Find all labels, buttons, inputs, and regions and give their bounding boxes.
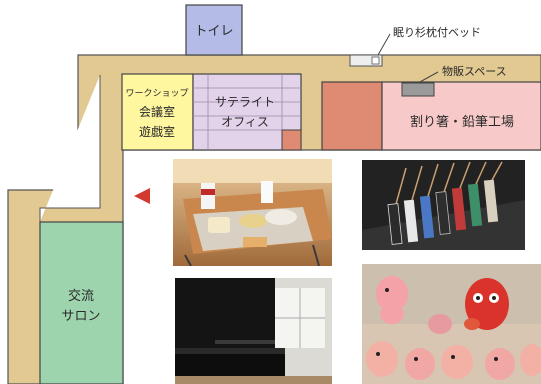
room-salon-label-2: サロン <box>61 309 100 324</box>
room-workshop-label-1: ワークショップ <box>125 88 188 99</box>
shop-callout-line <box>417 71 439 84</box>
room-toilet-label: トイレ <box>194 24 233 39</box>
satellite-grid <box>193 74 301 150</box>
room-satellite-label-2: オフィス <box>221 115 269 129</box>
room-satellite-label-1: サテライト <box>215 95 275 109</box>
school-lunch-photo-art <box>173 159 332 266</box>
chopsticks-photo-art <box>362 160 525 250</box>
room-exchange-salon[interactable] <box>39 221 124 384</box>
piano-photo-art <box>175 278 332 384</box>
entrance-marker-icon <box>134 188 150 204</box>
room-workshop-label-2: 会議室 <box>139 104 175 119</box>
shop-space-marker[interactable] <box>401 82 435 97</box>
room-workshop-label-3: 遊戯室 <box>139 124 175 139</box>
room-factory-dark[interactable] <box>321 81 383 151</box>
mascot-dolls-photo <box>362 264 541 384</box>
chopsticks-photo <box>362 160 525 250</box>
piano-photo <box>175 278 332 384</box>
room-salon-label-1: 交流 <box>68 288 94 304</box>
bed-callout-line <box>377 33 391 56</box>
shop-space-label: 物販スペース <box>442 64 507 78</box>
room-workshop[interactable] <box>121 73 194 151</box>
bed-pillow <box>371 56 380 65</box>
school-lunch-photo <box>173 159 332 266</box>
bed-label: 眠り杉枕付ベッド <box>393 25 481 39</box>
room-chopsticks-label: 割り箸・鉛筆工場 <box>410 114 514 130</box>
mascot-dolls-photo-art <box>362 264 541 384</box>
bed-marker[interactable] <box>349 54 383 67</box>
satellite-small-room <box>281 129 302 151</box>
corridor-inner <box>39 75 101 222</box>
room-toilet[interactable] <box>185 4 243 56</box>
